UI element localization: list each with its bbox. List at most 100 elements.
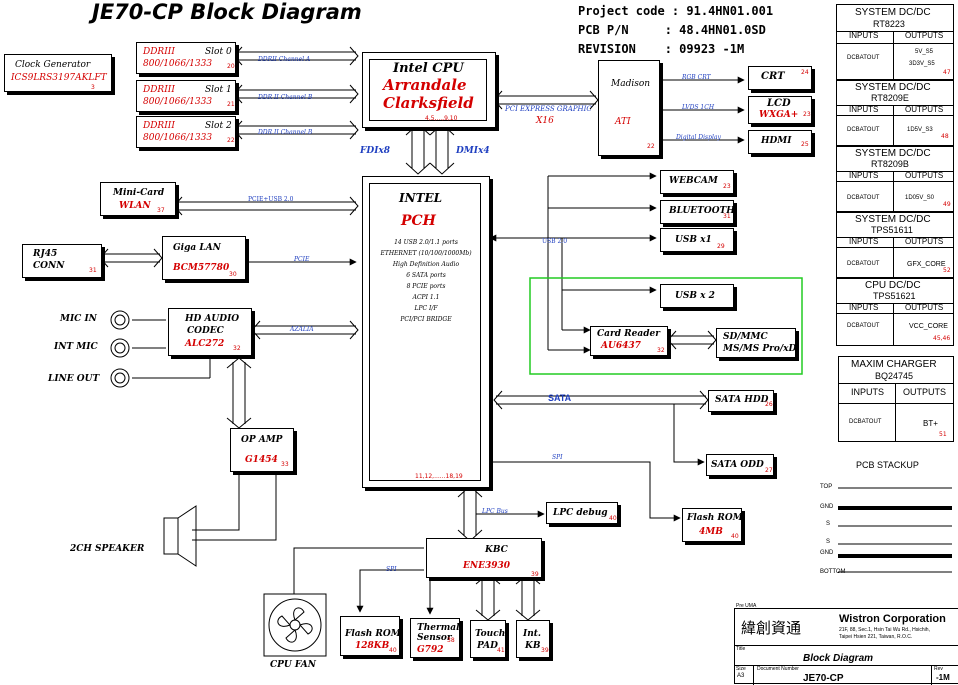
thermal-sensor-page: 38 [447,637,455,644]
ddr-speed: 800/1066/1333 [143,133,213,143]
diagram-title: JE70-CP Block Diagram [92,0,362,24]
cpu-name-1: Arrandale [383,76,467,94]
crt-block: CRT 24 [748,66,812,90]
card-reader-page: 32 [657,347,665,354]
power-outputs-header: OUTPUTS [905,303,944,312]
pch-inner [369,183,481,481]
power-page: 52 [943,267,951,274]
cpu-block: Intel CPU Arrandale Clarksfield 4,5,...,… [362,52,496,128]
size-field-value: A3 [737,673,745,679]
pch-feature-list: 14 USB 2.0/1.1 ports ETHERNET (10/100/10… [373,237,479,325]
power-outputs-header: OUTPUTS [905,105,944,114]
clock-generator-block: Clock Generator ICS9LRS3197AKLFT 3 [4,54,112,92]
minicard-block: Mini-Card WLAN 37 [100,182,176,216]
power-block-rt8209e: SYSTEM DC/DC RT8209E INPUTS OUTPUTS DCBA… [836,80,954,146]
ddr-page: 21 [227,101,235,108]
rev-field-value: -1M [936,673,950,682]
usb-x2-label: USB x 2 [675,291,715,301]
int-mic-jack-icon [111,339,129,357]
clock-gen-title: Clock Generator [15,60,91,70]
webcam-page: 23 [723,183,731,190]
charger-head: MAXIM CHARGER [851,359,937,370]
pch-feature: 14 USB 2.0/1.1 ports [394,239,458,246]
touchpad-page: 41 [497,647,505,654]
ddr-speed: 800/1066/1333 [143,97,213,107]
kbc-flash-rom-label: Flash ROM [345,629,401,639]
pch-feature: 6 SATA ports [406,272,446,279]
pcie-label: PCIE [294,256,310,263]
hd-audio-codec-block: HD AUDIO CODEC ALC272 32 [168,308,252,356]
lpc-debug-page: 40 [609,515,617,522]
project-code-label: Project code [578,4,665,18]
kbc-flash-rom-size: 128KB [355,641,390,651]
thermal-sensor-block: Thermal Sensor G792 38 [410,618,460,658]
int-kb-page: 39 [541,647,549,654]
lcd-block: LCD WXGA+ 23 [748,96,812,124]
line-out-jack-icon [111,369,129,387]
rj45-block: RJ45 CONN 31 [22,244,102,278]
ddr-slot-2: DDRIII Slot 2 800/1066/1333 22 [136,116,236,148]
bluetooth-block: BLUETOOTH 31 [660,200,735,224]
power-input: DCBATOUT [847,127,880,133]
rgb-crt-label: RGB CRT [682,74,711,81]
power-page: 45,46 [933,335,951,342]
power-head: CPU DC/DC [865,280,921,291]
sata-label: SATA [548,393,572,403]
kbc-block: KBC ENE3930 39 [426,538,542,578]
rj45-page: 31 [89,267,97,274]
pch-block: INTEL PCH 14 USB 2.0/1.1 ports ETHERNET … [362,176,490,488]
power-inputs-header: INPUTS [849,31,879,40]
sd-mmc-block: SD/MMC MS/MS Pro/xD [716,328,796,358]
usb-x2-block: USB x 2 [660,284,734,308]
cpu-pages: 4,5,...,9,10 [425,115,458,122]
stackup-layer: BOTTOM [820,569,846,575]
cpu-title: Intel CPU [393,61,464,76]
giga-lan-title: Giga LAN [173,243,221,253]
pch-name: PCH [401,213,436,229]
usb20-label: USB 2.0 [542,238,568,245]
ddr-type: DDRIII [143,47,175,57]
mic-in-label: MIC IN [60,314,97,324]
rj45-sub: CONN [33,261,65,271]
power-inputs-header: INPUTS [849,303,879,312]
hdmi-page: 25 [801,141,809,148]
power-head: SYSTEM DC/DC [855,7,931,18]
power-outputs-header: OUTPUTS [905,171,944,180]
spi-kbc-label: SPI [386,566,397,573]
lpc-debug-block: LPC debug 40 [546,502,618,524]
sd-mmc-line-2: MS/MS Pro/xD [723,344,797,354]
pch-pages: 11,12,......18,19 [415,473,463,480]
card-reader-part: AU6437 [601,341,641,351]
flash-rom-4mb-block: Flash ROM 4MB 40 [682,508,743,542]
webcam-label: WEBCAM [669,176,718,186]
power-part: TPS51611 [871,225,913,235]
stackup-layer: S [826,539,831,545]
pcb-pn-label: PCB P/N [578,23,629,37]
pcie-usb-label: PCIE+USB 2.0 [248,196,294,203]
sata-hdd-block: SATA HDD 26 [708,390,774,412]
kbc-title: KBC [485,545,508,555]
pcb-pn-value: 48.4HN01.0SD [679,23,766,37]
line-out-label: LINE OUT [48,374,100,384]
power-inputs-header: INPUTS [849,105,879,114]
op-amp-page: 33 [281,461,289,468]
power-block-rt8209b: SYSTEM DC/DC RT8209B INPUTS OUTPUTS DCBA… [836,146,954,212]
thermal-sensor-part: G792 [417,645,444,655]
ddr-channel-b-label: DDR II Channel B [258,94,313,101]
charger-input: DCBATOUT [849,419,882,425]
minicard-title: Mini-Card [113,188,165,198]
int-kb-block: Int. KB 39 [516,620,550,658]
op-amp-block: OP AMP G1454 33 [230,428,294,472]
power-output-1: 5V_S5 [915,49,934,55]
power-page: 49 [943,201,951,208]
pch-feature: PCI/PCI BRIDGE [400,316,452,323]
power-page: 47 [943,69,951,76]
spi-label: SPI [552,454,563,461]
power-output-1: GFX_CORE [907,261,946,268]
gpu-block: Madison ATI 22 [598,60,660,156]
gpu-page: 22 [647,143,655,150]
ddr-type: DDRIII [143,121,175,131]
op-amp-title: OP AMP [241,435,283,445]
azalia-label: AZALIA [290,326,314,333]
